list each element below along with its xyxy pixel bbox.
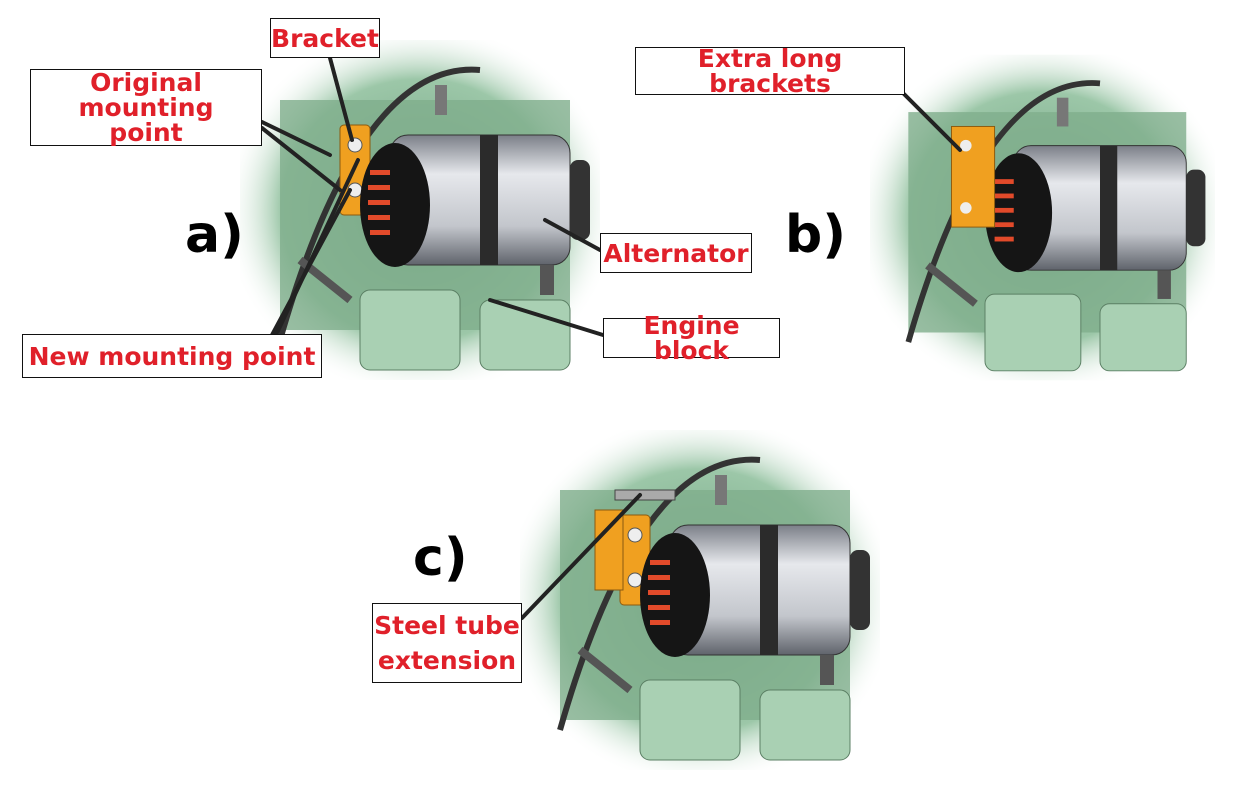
label-steel-tube-extension: Steel tube extension [372,603,522,683]
label-engine-block: Engine block [603,313,780,363]
panel-letter-a: a) [185,205,244,265]
panel-letter-b: b) [785,205,846,265]
illustration-b [870,45,1215,390]
label-bracket: Bracket [270,18,380,58]
label-extra-long-brackets: Extra long brackets [635,46,905,96]
label-original-mounting-point: Original mounting point [30,69,262,146]
illustration-c [520,430,880,770]
label-alternator: Alternator [600,233,752,273]
label-new-mounting-point: New mounting point [22,334,322,378]
panel-letter-c: c) [413,528,468,588]
